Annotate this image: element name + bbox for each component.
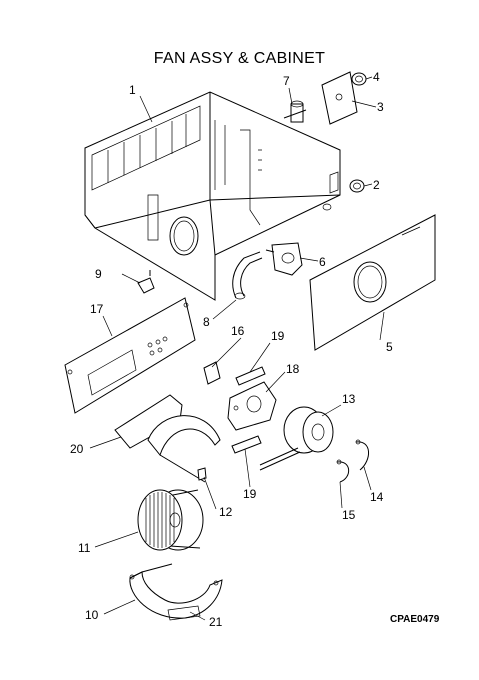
part-19-bar-upper (235, 366, 266, 386)
part-11-blower-wheel (137, 489, 204, 551)
part-cabinet (84, 91, 341, 301)
part-8-hose (232, 251, 263, 300)
callout-12: 12 (219, 505, 233, 519)
part-16-block (203, 361, 221, 385)
part-13-motor (259, 406, 334, 471)
part-19-bar-lower (231, 435, 262, 454)
callout-7: 7 (283, 74, 290, 88)
part-4-bushing (351, 72, 367, 86)
callout-11: 11 (78, 541, 91, 555)
callout-18: 18 (286, 362, 300, 376)
part-10-scroll-cover (129, 563, 223, 619)
callout-labels: 1 7 4 3 2 6 9 8 5 17 16 19 18 13 20 12 1… (70, 70, 393, 629)
callout-17: 17 (90, 302, 104, 316)
callout-20: 20 (70, 442, 84, 456)
diagram-title: FAN ASSY & CABINET (153, 50, 326, 67)
drawing-code: CPAE0479 (390, 614, 440, 625)
callout-13: 13 (342, 392, 356, 406)
part-15-clamp (336, 459, 350, 483)
part-14-clamp (355, 439, 369, 471)
callout-16: 16 (231, 324, 245, 338)
part-17-control-panel (64, 297, 196, 414)
part-9-fitting (137, 270, 155, 294)
callout-3: 3 (377, 100, 384, 114)
part-6-pump (265, 242, 303, 276)
part-20-blower-housing (114, 394, 221, 483)
part-7-valve (283, 100, 307, 123)
part-2-bushing (349, 179, 365, 193)
callout-19-upper: 19 (271, 329, 285, 343)
callout-21: 21 (209, 615, 223, 629)
callout-10: 10 (85, 608, 99, 622)
part-21-label (167, 605, 201, 621)
callout-6: 6 (319, 255, 326, 269)
callout-9: 9 (95, 267, 102, 281)
callout-8: 8 (203, 315, 210, 329)
leader-lines (89, 76, 385, 621)
callout-2: 2 (373, 178, 380, 192)
part-18-motor-bracket (227, 381, 277, 431)
callout-19-lower: 19 (243, 487, 257, 501)
callout-1: 1 (129, 83, 136, 97)
callout-4: 4 (373, 70, 380, 84)
part-5-panel (309, 214, 436, 351)
callout-15: 15 (342, 508, 356, 522)
callout-5: 5 (386, 340, 393, 354)
callout-14: 14 (370, 490, 384, 504)
part-3-bracket (321, 71, 358, 125)
